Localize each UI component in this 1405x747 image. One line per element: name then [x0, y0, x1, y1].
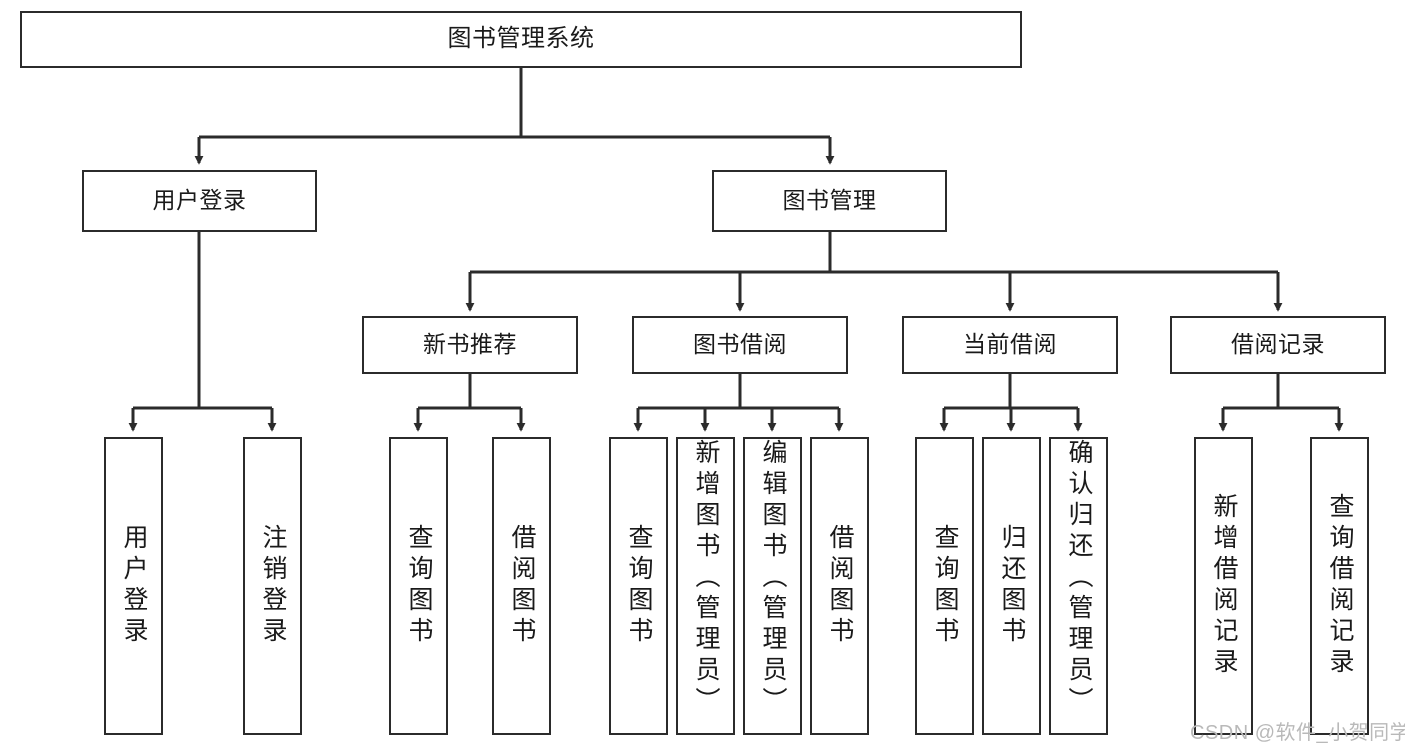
leaf-confirm-return-admin[interactable]: 确认归还（管理员） [1049, 437, 1108, 735]
node-label: 用户登录 [152, 187, 247, 214]
leaf-user-login[interactable]: 用户登录 [104, 437, 163, 735]
leaf-query-book-borrow[interactable]: 查询图书 [609, 437, 668, 735]
node-label: 借阅图书 [826, 524, 854, 648]
node-user-login[interactable]: 用户登录 [82, 170, 317, 232]
leaf-query-book-current[interactable]: 查询图书 [915, 437, 974, 735]
node-label: 注销登录 [259, 524, 287, 648]
leaf-borrow-book-new-recommend[interactable]: 借阅图书 [492, 437, 551, 735]
node-label: 确认归还（管理员） [1065, 439, 1093, 718]
node-book-management[interactable]: 图书管理 [712, 170, 947, 232]
node-label: 图书管理系统 [447, 25, 595, 53]
node-label: 新书推荐 [423, 331, 517, 358]
node-label: 当前借阅 [963, 331, 1057, 358]
leaf-borrow-book-borrow[interactable]: 借阅图书 [810, 437, 869, 735]
node-label: 新增借阅记录 [1210, 493, 1238, 679]
node-label: 图书管理 [782, 187, 877, 214]
node-book-borrow[interactable]: 图书借阅 [632, 316, 848, 374]
node-label: 借阅记录 [1231, 331, 1325, 358]
node-label: 查询图书 [625, 524, 653, 648]
node-new-book-recommend[interactable]: 新书推荐 [362, 316, 578, 374]
leaf-query-borrow-record[interactable]: 查询借阅记录 [1310, 437, 1369, 735]
node-book-management-system[interactable]: 图书管理系统 [20, 11, 1022, 68]
node-label: 查询图书 [405, 524, 433, 648]
node-label: 归还图书 [998, 524, 1026, 648]
leaf-return-book[interactable]: 归还图书 [982, 437, 1041, 735]
node-label: 新增图书（管理员） [692, 439, 720, 718]
node-current-borrow[interactable]: 当前借阅 [902, 316, 1118, 374]
leaf-edit-book-admin[interactable]: 编辑图书（管理员） [743, 437, 802, 735]
node-label: 图书借阅 [693, 331, 787, 358]
leaf-query-book-new-recommend[interactable]: 查询图书 [389, 437, 448, 735]
node-label: 编辑图书（管理员） [759, 439, 787, 718]
node-borrow-record[interactable]: 借阅记录 [1170, 316, 1386, 374]
leaf-add-book-admin[interactable]: 新增图书（管理员） [676, 437, 735, 735]
leaf-logout-login[interactable]: 注销登录 [243, 437, 302, 735]
node-label: 用户登录 [120, 524, 148, 648]
leaf-add-borrow-record[interactable]: 新增借阅记录 [1194, 437, 1253, 735]
node-label: 查询借阅记录 [1326, 493, 1354, 679]
node-label: 借阅图书 [508, 524, 536, 648]
node-label: 查询图书 [931, 524, 959, 648]
csdn-watermark: CSDN @软件_小贺同学 [1190, 722, 1405, 744]
